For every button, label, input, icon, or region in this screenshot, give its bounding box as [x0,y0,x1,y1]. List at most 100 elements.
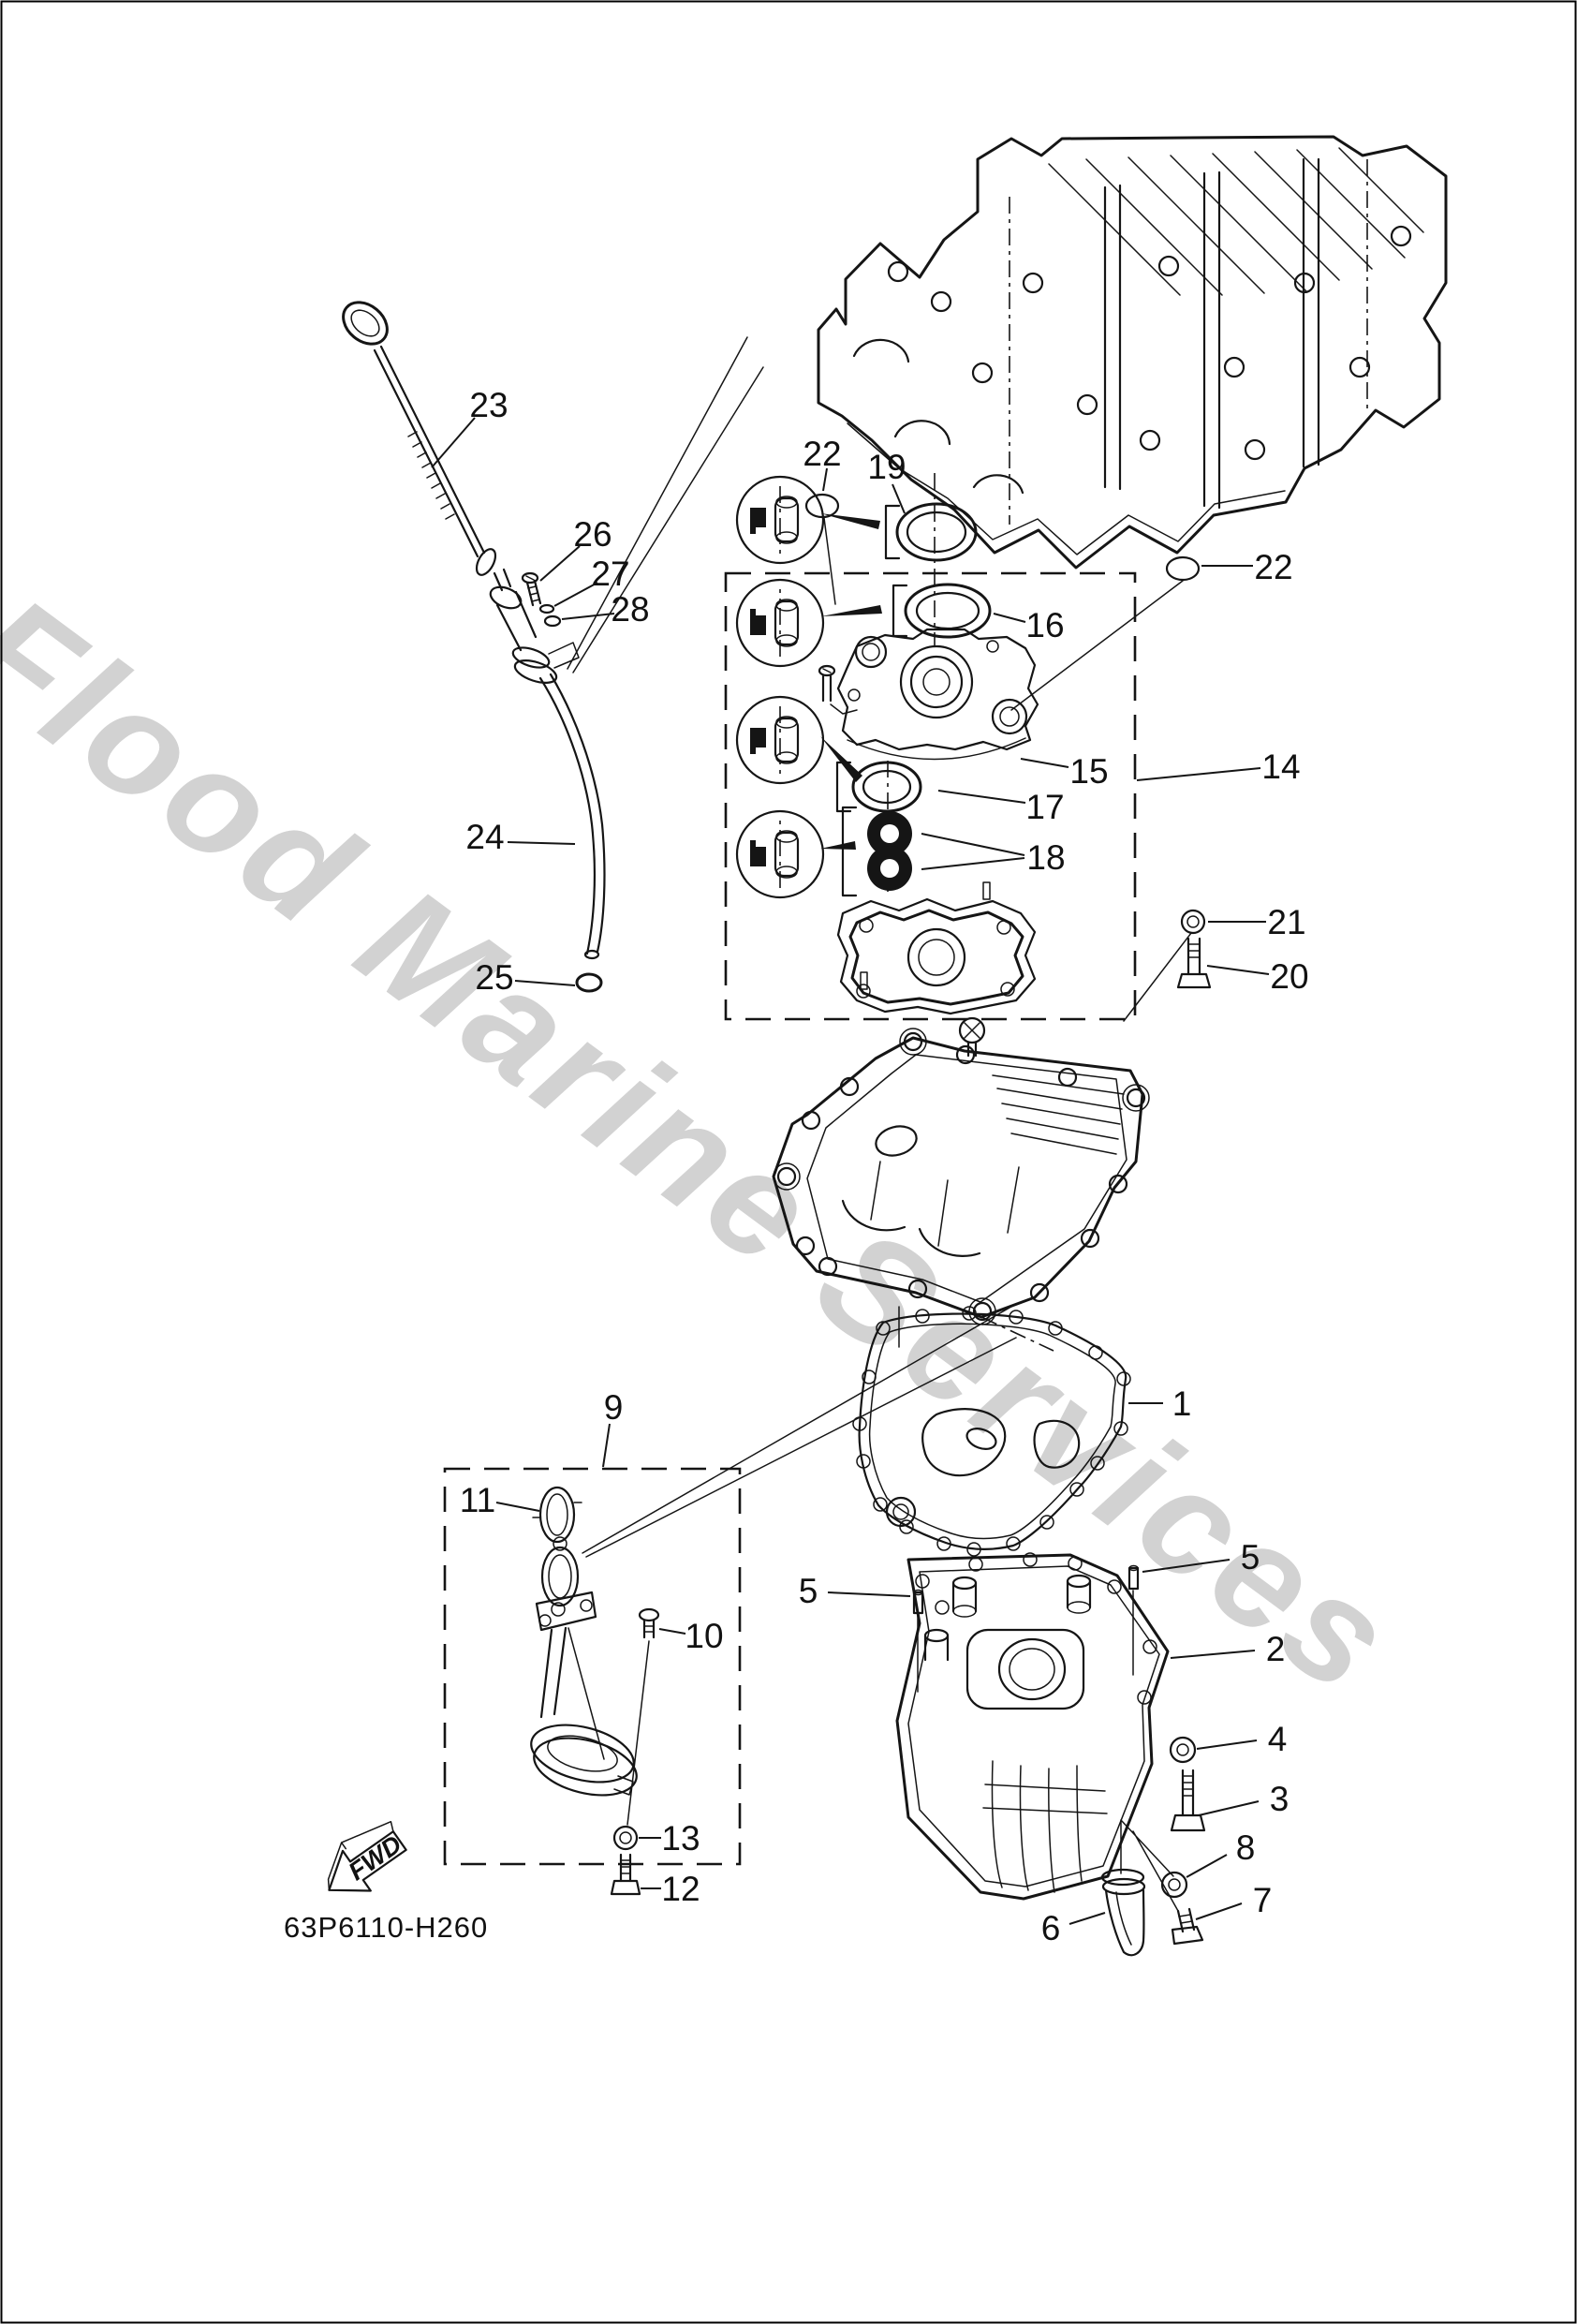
callout-number-24: 24 [465,818,504,856]
callout-number-17: 17 [1025,788,1064,826]
callout-leader-18 [921,833,1025,856]
dipstick-grip-hatch [407,431,455,520]
block-gasket-rail [847,422,1286,555]
fwd-arrow: FWD [327,1820,407,1892]
callout-leader-27 [553,582,598,607]
seal-ring-17 [851,761,922,813]
callout-leader-11 [495,1502,540,1512]
callout-leader-18 [921,857,1025,870]
callout-number-2: 2 [1266,1630,1286,1668]
bolt-7 [1171,1907,1204,1946]
dipstick-tube [538,673,606,960]
callout-leader-2 [1170,1650,1256,1659]
callout-leader-4 [1196,1739,1258,1750]
callout-number-11: 11 [460,1481,495,1519]
callout-number-8: 8 [1236,1828,1256,1867]
bolt-12-part [610,1853,641,1896]
callout-leader-23 [431,417,476,468]
callout-number-28: 28 [611,590,649,629]
seal-detail-circles [735,475,882,899]
dipstick-guide-assembly [489,568,580,684]
o-ring-22-right [1165,555,1201,582]
stud-5-left [912,1589,924,1693]
bolt-3 [1170,1769,1206,1832]
block-bolt-holes [887,225,1412,461]
stud-5-right [1127,1564,1140,1676]
guide-washer-27 [538,603,555,614]
callout-number-26: 26 [573,515,612,554]
callout-leader-10 [658,1628,686,1635]
washer-21 [1180,909,1206,935]
callout-leader-7 [1195,1902,1243,1920]
drain-tube-6 [1100,1868,1146,1957]
block-cylinder-walls [1103,157,1320,510]
callout-leader-3 [1198,1800,1260,1816]
callout-number-20: 20 [1270,957,1308,996]
block-bearing-arches [852,338,1024,495]
bolt-20 [1176,937,1212,989]
callout-number-3: 3 [1270,1780,1290,1818]
block-hatching [1048,147,1424,296]
callout-leader-15 [1020,758,1069,768]
pump-bolt-hardware [1123,909,1212,1022]
seal-ring-16 [904,583,992,639]
pan-hardware [1100,1736,1206,1957]
callout-number-23: 23 [469,386,508,424]
callout-number-7: 7 [1253,1881,1273,1919]
pump-mount-screw [958,1016,986,1058]
washer-8 [1160,1871,1188,1899]
callout-leader-9 [602,1423,611,1468]
part-code: 63P6110-H260 [284,1911,488,1944]
callout-number-21: 21 [1267,903,1305,941]
pan-gasket [852,1306,1131,1557]
lower-oil-pan [895,1552,1179,1912]
callout-number-10: 10 [685,1617,723,1655]
guide-washer-28 [543,614,562,628]
upper-oil-pan [772,1028,1150,1352]
oil-pump-detail-box [724,571,1137,1021]
callout-leader-24 [507,841,576,845]
callout-number-27: 27 [591,555,629,593]
strainer-gasket-11 [532,1486,582,1544]
callout-leader-16 [993,613,1026,623]
callout-number-13: 13 [661,1819,700,1858]
callout-number-25: 25 [475,958,513,997]
oil-pump-cover [836,881,1037,1058]
callout-leader-20 [1206,965,1270,975]
mounting-pointer-wedge-strainer [582,1303,1017,1558]
callout-number-5: 5 [799,1572,818,1610]
pan-corner-bosses [923,1574,1092,1662]
block-centerlines [1009,159,1368,525]
seal-ring-19 [895,502,978,562]
engine-block [817,135,1448,570]
tube-o-ring-25 [575,972,603,993]
callout-number-22: 22 [803,435,841,473]
pan-body-ribs [982,1760,1108,1893]
callout-leader-25 [514,980,576,986]
callout-leader-8 [1186,1854,1228,1878]
callout-number-12: 12 [661,1870,700,1908]
callout-layer: 1234556789101112131415161718192021222223… [431,386,1309,1947]
callout-number-5: 5 [1241,1538,1260,1576]
callout-leader-28 [561,613,615,620]
oil-strainer [530,1536,638,1797]
callout-number-19: 19 [867,448,906,486]
seal-rings-18 [841,806,912,897]
callout-leader-17 [937,790,1026,804]
callout-number-4: 4 [1268,1720,1288,1758]
callout-leader-22 [822,467,828,492]
callout-leader-5 [1142,1559,1231,1573]
pump-screw [818,664,858,715]
mounting-pointer-wedge-dipstick [567,336,764,674]
callout-leader-26 [539,545,581,582]
callout-leader-6 [1069,1912,1106,1925]
callout-number-16: 16 [1025,606,1064,644]
callout-number-18: 18 [1026,838,1065,877]
bolt-10-axis-line [626,1640,650,1826]
gasket-bolt-holes [852,1306,1131,1557]
oil-strainer-detail-box [443,1467,742,1866]
callout-number-22: 22 [1254,548,1292,586]
washer-4 [1169,1736,1197,1764]
